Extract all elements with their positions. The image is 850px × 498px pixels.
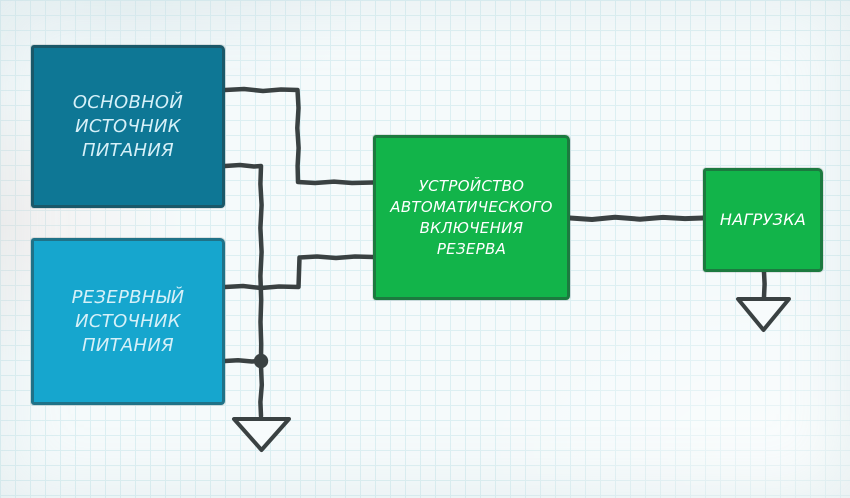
ground-icon-load [736,297,791,332]
block-main-power-source: ОСНОВНОЙ ИСТОЧНИК ПИТАНИЯ [31,45,225,208]
wire-reserve-to-junction [222,357,261,364]
wire-junction-to-ground [258,363,265,419]
wire-main-to-junction [222,162,264,360]
wire-load-to-ground [761,269,767,300]
load-label: НАГРУЗКА [719,210,807,229]
reserve-power-source-label: РЕЗЕРВНЫЙ ИСТОЧНИК ПИТАНИЯ [71,286,185,356]
wire-reserve-to-avr [222,254,376,291]
wire-avr-to-load [567,214,706,222]
wire-main-to-avr [222,86,376,186]
block-automatic-transfer-switch: УСТРОЙСТВО АВТОМАТИЧЕСКОГО ВКЛЮЧЕНИЯ РЕЗ… [373,135,570,300]
ground-icon-sources [232,417,291,452]
automatic-transfer-switch-label: УСТРОЙСТВО АВТОМАТИЧЕСКОГО ВКЛЮЧЕНИЯ РЕЗ… [390,176,553,258]
main-power-source-label: ОСНОВНОЙ ИСТОЧНИК ПИТАНИЯ [72,91,184,161]
block-load: НАГРУЗКА [703,168,823,272]
block-reserve-power-source: РЕЗЕРВНЫЙ ИСТОЧНИК ПИТАНИЯ [31,238,225,405]
junction-dot [253,353,269,369]
